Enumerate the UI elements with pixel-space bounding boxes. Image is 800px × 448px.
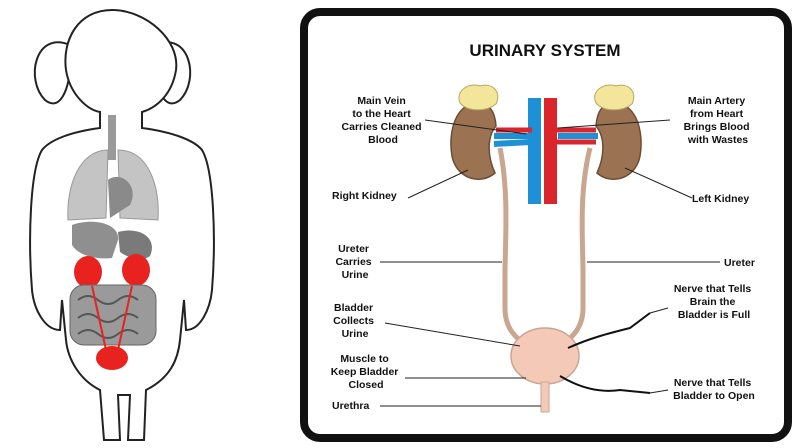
label-muscle: Muscle to Keep Bladder Closed [331, 353, 402, 391]
label-nerve-open: Nerve that Tells Bladder to Open [673, 377, 755, 402]
right-ureter [497, 147, 530, 349]
label-right-kidney: Right Kidney [332, 190, 397, 202]
leader-lines [380, 119, 720, 407]
renal-veins [493, 133, 598, 147]
figure-left-kidney [122, 254, 150, 286]
label-main-artery: Main Artery from Heart Brings Blood with… [684, 95, 753, 146]
main-vein [528, 98, 541, 204]
right-kidney [450, 102, 497, 181]
figure-right-kidney [74, 256, 102, 288]
child-anatomy-figure [29, 8, 215, 441]
renal-arteries [496, 127, 596, 145]
bladder [510, 327, 580, 385]
stomach [118, 230, 152, 259]
right-adrenal-gland [458, 84, 499, 111]
label-nerve-full: Nerve that Tells Brain the Bladder is Fu… [674, 283, 754, 321]
nerve-open [559, 375, 651, 394]
label-main-vein: Main Vein to the Heart Carries Cleaned B… [342, 95, 425, 146]
label-ureter-right: Ureter [724, 257, 755, 269]
label-bladder: Bladder Collects Urine [333, 302, 377, 340]
diagram-title: URINARY SYSTEM [469, 41, 620, 60]
urinary-system-diagram: URINARY SYSTEM Main Vein to the Heart Ca… [300, 8, 792, 442]
intestine-coils [77, 295, 139, 339]
liver [72, 221, 119, 259]
label-ureter-left: Ureter Carries Urine [335, 243, 374, 281]
label-urethra: Urethra [332, 400, 370, 412]
label-left-kidney: Left Kidney [692, 193, 749, 205]
figure-ureters [91, 285, 133, 351]
left-kidney [595, 102, 642, 181]
urethra [540, 381, 550, 413]
left-lung [67, 149, 109, 221]
trachea [108, 115, 116, 160]
left-ureter [558, 147, 593, 349]
main-artery [544, 98, 557, 204]
heart [108, 176, 133, 218]
nerve-full [567, 312, 651, 349]
diagram-frame [300, 8, 792, 442]
left-adrenal-gland [594, 84, 635, 111]
left-pigtail [33, 41, 71, 105]
figure-bladder [96, 346, 128, 370]
